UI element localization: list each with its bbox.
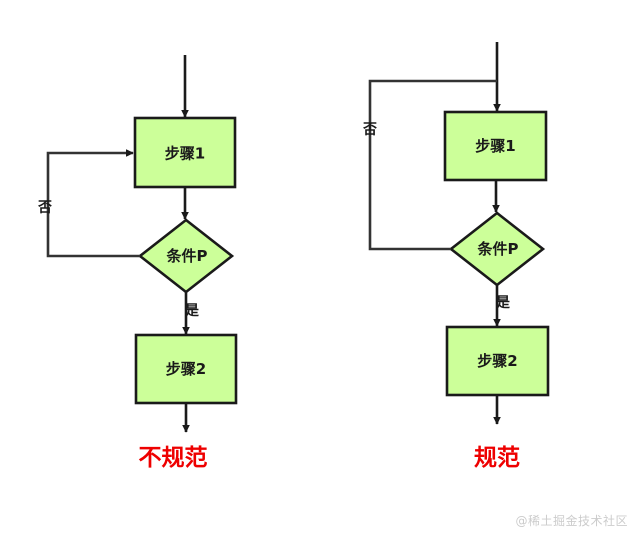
verdict-bad: 不规范: [139, 445, 208, 471]
edge-condition-to-inbound-loop-right: [368, 79, 497, 251]
node-step2-label: 步骤2: [166, 360, 206, 378]
node-step1-label-right: 步骤1: [475, 137, 515, 155]
node-condition-label: 条件P: [166, 247, 208, 265]
verdict-good: 规范: [474, 445, 520, 471]
edge-label-yes-good: 是: [496, 295, 511, 311]
edge-condition-to-step1-loop: [46, 149, 140, 258]
node-step1-label: 步骤1: [165, 145, 205, 163]
node-step1-box-right[interactable]: [443, 110, 548, 182]
watermark: @稀土掘金技术社区: [515, 513, 628, 528]
edge-label-yes-bad: 是: [185, 303, 200, 319]
edge-label-no-bad: 否: [37, 200, 52, 216]
diagram-bad-example: 步骤1 条件P 否 是 步骤2 不规范: [37, 55, 238, 471]
edge-label-no-good: 否: [362, 122, 377, 138]
node-step2-label-right: 步骤2: [477, 352, 517, 370]
node-condition-label-right: 条件P: [477, 240, 519, 258]
node-step2-box[interactable]: [134, 333, 238, 405]
diagram-good-example: 步骤1 条件P 否 是 步骤2 规范: [362, 42, 550, 471]
